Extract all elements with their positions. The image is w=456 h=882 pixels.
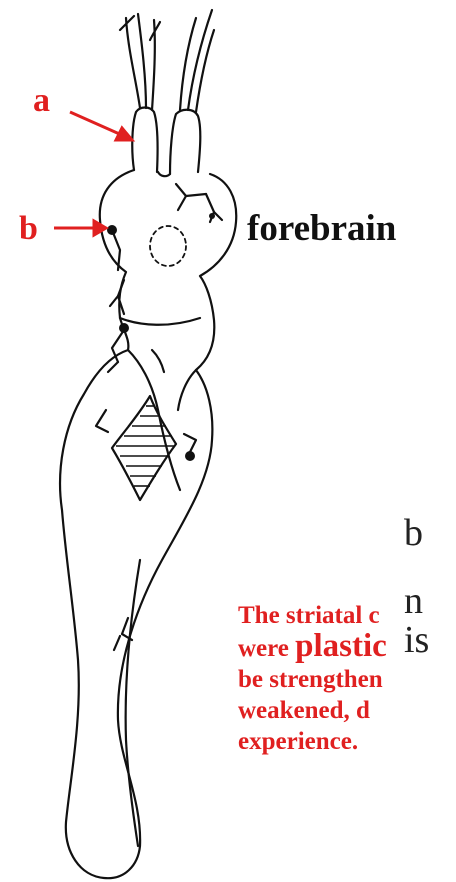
olfactory-fibre [138,14,146,108]
note-line: The striatal c [238,600,456,631]
node-dot [107,225,117,235]
nerve-branch [110,296,118,306]
node-dot [209,213,215,219]
nerve-branch [178,196,186,210]
nerve-branch [206,194,214,212]
note-line-prefix: were [238,635,295,662]
arrow-b-head [94,221,106,235]
cropped-text-line: b [404,514,423,552]
olfactory-fibre [180,18,196,110]
note-emphasis: plastic [295,628,387,664]
inner-contour [126,560,140,846]
label-b: b [19,212,38,246]
note-line: were plastic [238,631,456,664]
neck-curve [120,318,200,325]
label-a: a [33,84,50,118]
olfactory-fibre [196,30,214,112]
nerve-branch [108,362,118,372]
inner-contour [128,350,180,490]
dashed-nucleus [150,226,186,266]
inner-contour [178,370,196,410]
arrow-a-head [116,128,132,140]
nerve-branch [96,410,108,432]
node-dot [185,451,195,461]
nerve-branch [114,636,120,650]
striatal-note: The striatal c were plastic be strengthe… [238,600,456,757]
note-line: experience. [238,726,456,757]
olfactory-stalk-right [170,110,200,174]
olfactory-fibre [126,18,140,108]
forebrain-outline [60,170,236,878]
note-line: weakened, d [238,695,456,726]
label-forebrain: forebrain [247,210,396,247]
note-line: be strengthen [238,664,456,695]
nerve-branch [176,184,206,196]
node-dot [119,323,129,333]
olfactory-fibre [188,10,212,110]
midline [158,172,170,176]
inner-contour [152,350,164,372]
olfactory-stalk-left [132,108,157,173]
arrow-a-shaft [70,112,124,136]
